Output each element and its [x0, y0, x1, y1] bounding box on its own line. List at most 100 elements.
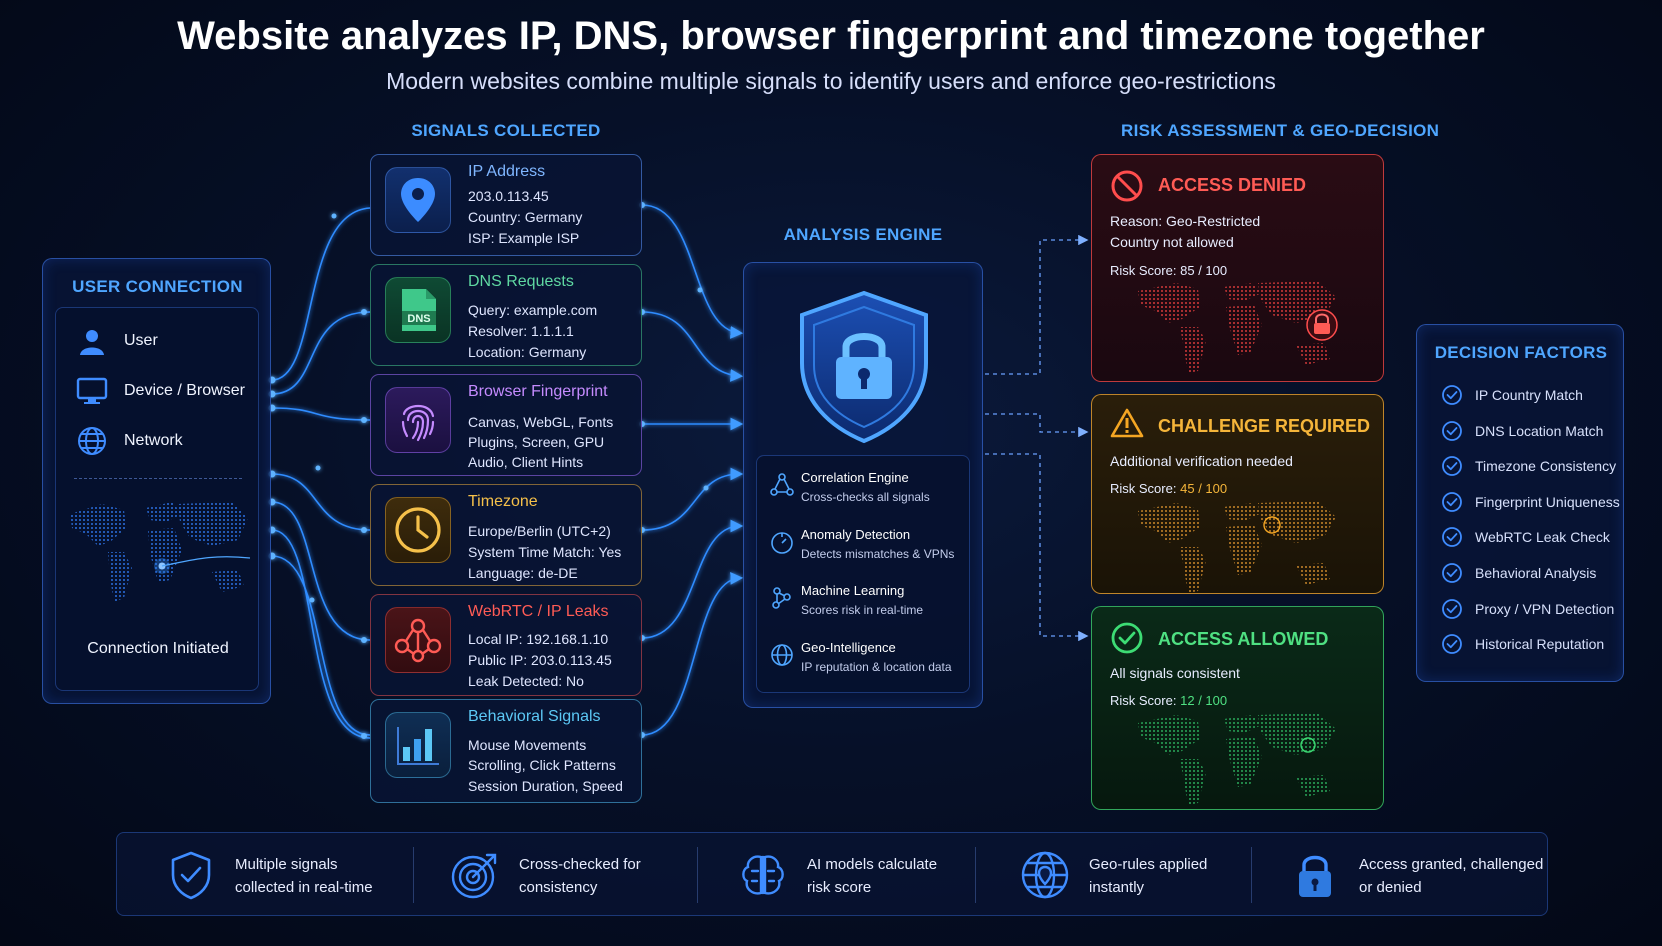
decision-detail: All signals consistent: [1110, 665, 1240, 681]
signal-detail: Local IP: 192.168.1.10: [468, 631, 609, 647]
brain-icon: [742, 855, 784, 895]
analysis-engine-heading: ANALYSIS ENGINE: [783, 225, 943, 244]
signal-detail: Audio, Client Hints: [468, 454, 584, 470]
risk-score-value: 85: [1180, 263, 1195, 278]
separator: [413, 847, 414, 903]
check-circle-icon: [1442, 563, 1462, 583]
bar-chart-icon: [385, 712, 451, 778]
monitor-icon: [74, 374, 110, 408]
network-row: Network: [74, 424, 183, 458]
warning-icon: [1110, 408, 1144, 438]
network-label: Network: [124, 432, 183, 449]
signal-title: DNS Requests: [468, 273, 574, 290]
engine-item-title: Anomaly Detection: [801, 527, 911, 542]
signal-card-ip-address: IP Address 203.0.113.45 Country: Germany…: [370, 154, 642, 256]
signal-card-browser-fingerprint: Browser Fingerprint Canvas, WebGL, Fonts…: [370, 374, 642, 476]
signal-detail: Scrolling, Click Patterns: [468, 757, 616, 773]
world-map-orange: [1138, 501, 1336, 593]
shield-lock-icon: [800, 290, 928, 444]
decision-factor-item: Proxy / VPN Detection: [1441, 597, 1614, 621]
globe-pin-icon: [1021, 851, 1069, 899]
page-title: Website analyzes IP, DNS, browser finger…: [177, 14, 1485, 58]
decision-factors-heading: DECISION FACTORS: [1434, 343, 1608, 362]
check-circle-icon: [1442, 527, 1462, 548]
world-map-red: [1138, 281, 1338, 373]
location-pin-icon: [385, 167, 451, 233]
signal-detail: System Time Match: Yes: [468, 544, 622, 560]
engine-item-title: Machine Learning: [801, 583, 905, 598]
decision-factor-item: Behavioral Analysis: [1441, 561, 1596, 585]
risk-assessment-heading: RISK ASSESSMENT & GEO-DECISION: [1121, 121, 1440, 140]
decision-title: ACCESS DENIED: [1158, 175, 1307, 195]
risk-score-label: Risk Score:: [1110, 481, 1177, 496]
user-connection-heading: USER CONNECTION: [72, 277, 243, 296]
decision-title: ACCESS ALLOWED: [1158, 629, 1329, 649]
engine-item-desc: Detects mismatches & VPNs: [801, 547, 955, 561]
decision-card-access-denied: ACCESS DENIED Reason: Geo-Restricted Cou…: [1091, 154, 1384, 382]
summary-text: Geo-rules applied instantly: [1089, 856, 1208, 896]
summary-text: Cross-checked for consistency: [519, 856, 641, 896]
decision-factor-label: IP Country Match: [1475, 387, 1583, 403]
risk-score: Risk Score: 12 / 100: [1110, 693, 1227, 708]
clock-icon: [385, 497, 451, 563]
summary-text: Access granted, challenged or denied: [1359, 856, 1544, 896]
decision-card-access-allowed: ACCESS ALLOWED All signals consistent Ri…: [1091, 606, 1384, 810]
signal-detail: Plugins, Screen, GPU: [468, 434, 605, 450]
signal-title: Timezone: [468, 493, 538, 510]
user-connection-panel: USER CONNECTION User Device / Browser Ne…: [42, 258, 271, 704]
geo-globe-icon: [771, 644, 793, 666]
fingerprint-icon: [385, 387, 451, 453]
signal-card-timezone: Timezone Europe/Berlin (UTC+2) System Ti…: [370, 484, 642, 586]
decision-factor-item: Historical Reputation: [1441, 632, 1604, 656]
summary-text: Multiple signals collected in real-time: [235, 856, 373, 896]
user-row: User: [74, 324, 158, 358]
dns-badge: DNS: [407, 313, 430, 325]
signal-detail: Canvas, WebGL, Fonts: [468, 414, 614, 430]
device-browser-label: Device / Browser: [124, 382, 245, 399]
signal-detail: Europe/Berlin (UTC+2): [468, 523, 611, 539]
signal-card-behavioral-signals: Behavioral Signals Mouse Movements Scrol…: [370, 699, 642, 803]
decision-factor-item: Timezone Consistency: [1441, 454, 1616, 478]
decision-factor-label: Fingerprint Uniqueness: [1475, 493, 1620, 510]
page-subtitle: Modern websites combine multiple signals…: [386, 68, 1276, 94]
decision-factor-label: Proxy / VPN Detection: [1475, 600, 1615, 617]
check-circle-icon: [1442, 598, 1462, 619]
user-icon: [74, 324, 110, 358]
engine-modules-box: Correlation Engine Cross-checks all sign…: [756, 455, 970, 693]
check-circle-icon: [1111, 622, 1143, 654]
decision-factor-label: Timezone Consistency: [1475, 458, 1617, 475]
risk-score: Risk Score: 45 / 100: [1110, 481, 1227, 496]
risk-score-label: Risk Score:: [1110, 263, 1177, 278]
decision-factor-item: Fingerprint Uniqueness: [1441, 490, 1620, 514]
risk-score-max: / 100: [1198, 263, 1228, 278]
summary-text: AI models calculate risk score: [807, 856, 938, 896]
decision-factor-label: DNS Location Match: [1475, 422, 1604, 439]
signal-detail: Session Duration, Speed: [468, 778, 623, 794]
signal-detail: Query: example.com: [468, 302, 598, 318]
signal-detail: Resolver: 1.1.1.1: [468, 323, 574, 339]
risk-score: Risk Score: 85 / 100: [1110, 263, 1227, 278]
decision-title: CHALLENGE REQUIRED: [1158, 416, 1371, 436]
ml-nodes-icon: [772, 587, 791, 609]
signal-detail: Leak Detected: No: [468, 673, 584, 689]
decision-factor-item: WebRTC Leak Check: [1441, 525, 1610, 549]
world-map-graphic: [70, 502, 251, 602]
signal-card-dns-requests: DNS DNS Requests Query: example.com Reso…: [370, 264, 642, 366]
signal-title: WebRTC / IP Leaks: [468, 603, 609, 620]
check-circle-icon: [1442, 420, 1462, 441]
device-browser-row: Device / Browser: [74, 374, 245, 408]
signal-title: Behavioral Signals: [468, 708, 601, 725]
engine-item-desc: Scores risk in real-time: [801, 603, 924, 617]
decision-factor-item: IP Country Match: [1441, 383, 1583, 407]
analysis-engine-panel: Correlation Engine Cross-checks all sign…: [743, 262, 983, 708]
user-connection-box: User Device / Browser Network: [55, 307, 259, 691]
engine-item-title: Correlation Engine: [801, 470, 909, 485]
prohibited-icon: [1111, 170, 1143, 202]
padlock-icon: [1299, 855, 1331, 897]
decision-factor-label: Behavioral Analysis: [1475, 565, 1597, 581]
decision-detail: Reason: Geo-Restricted: [1110, 213, 1261, 229]
signal-detail: Mouse Movements: [468, 737, 587, 753]
risk-score-max: / 100: [1198, 481, 1228, 496]
check-circle-icon: [1442, 634, 1462, 655]
signal-detail: ISP: Example ISP: [468, 230, 580, 246]
